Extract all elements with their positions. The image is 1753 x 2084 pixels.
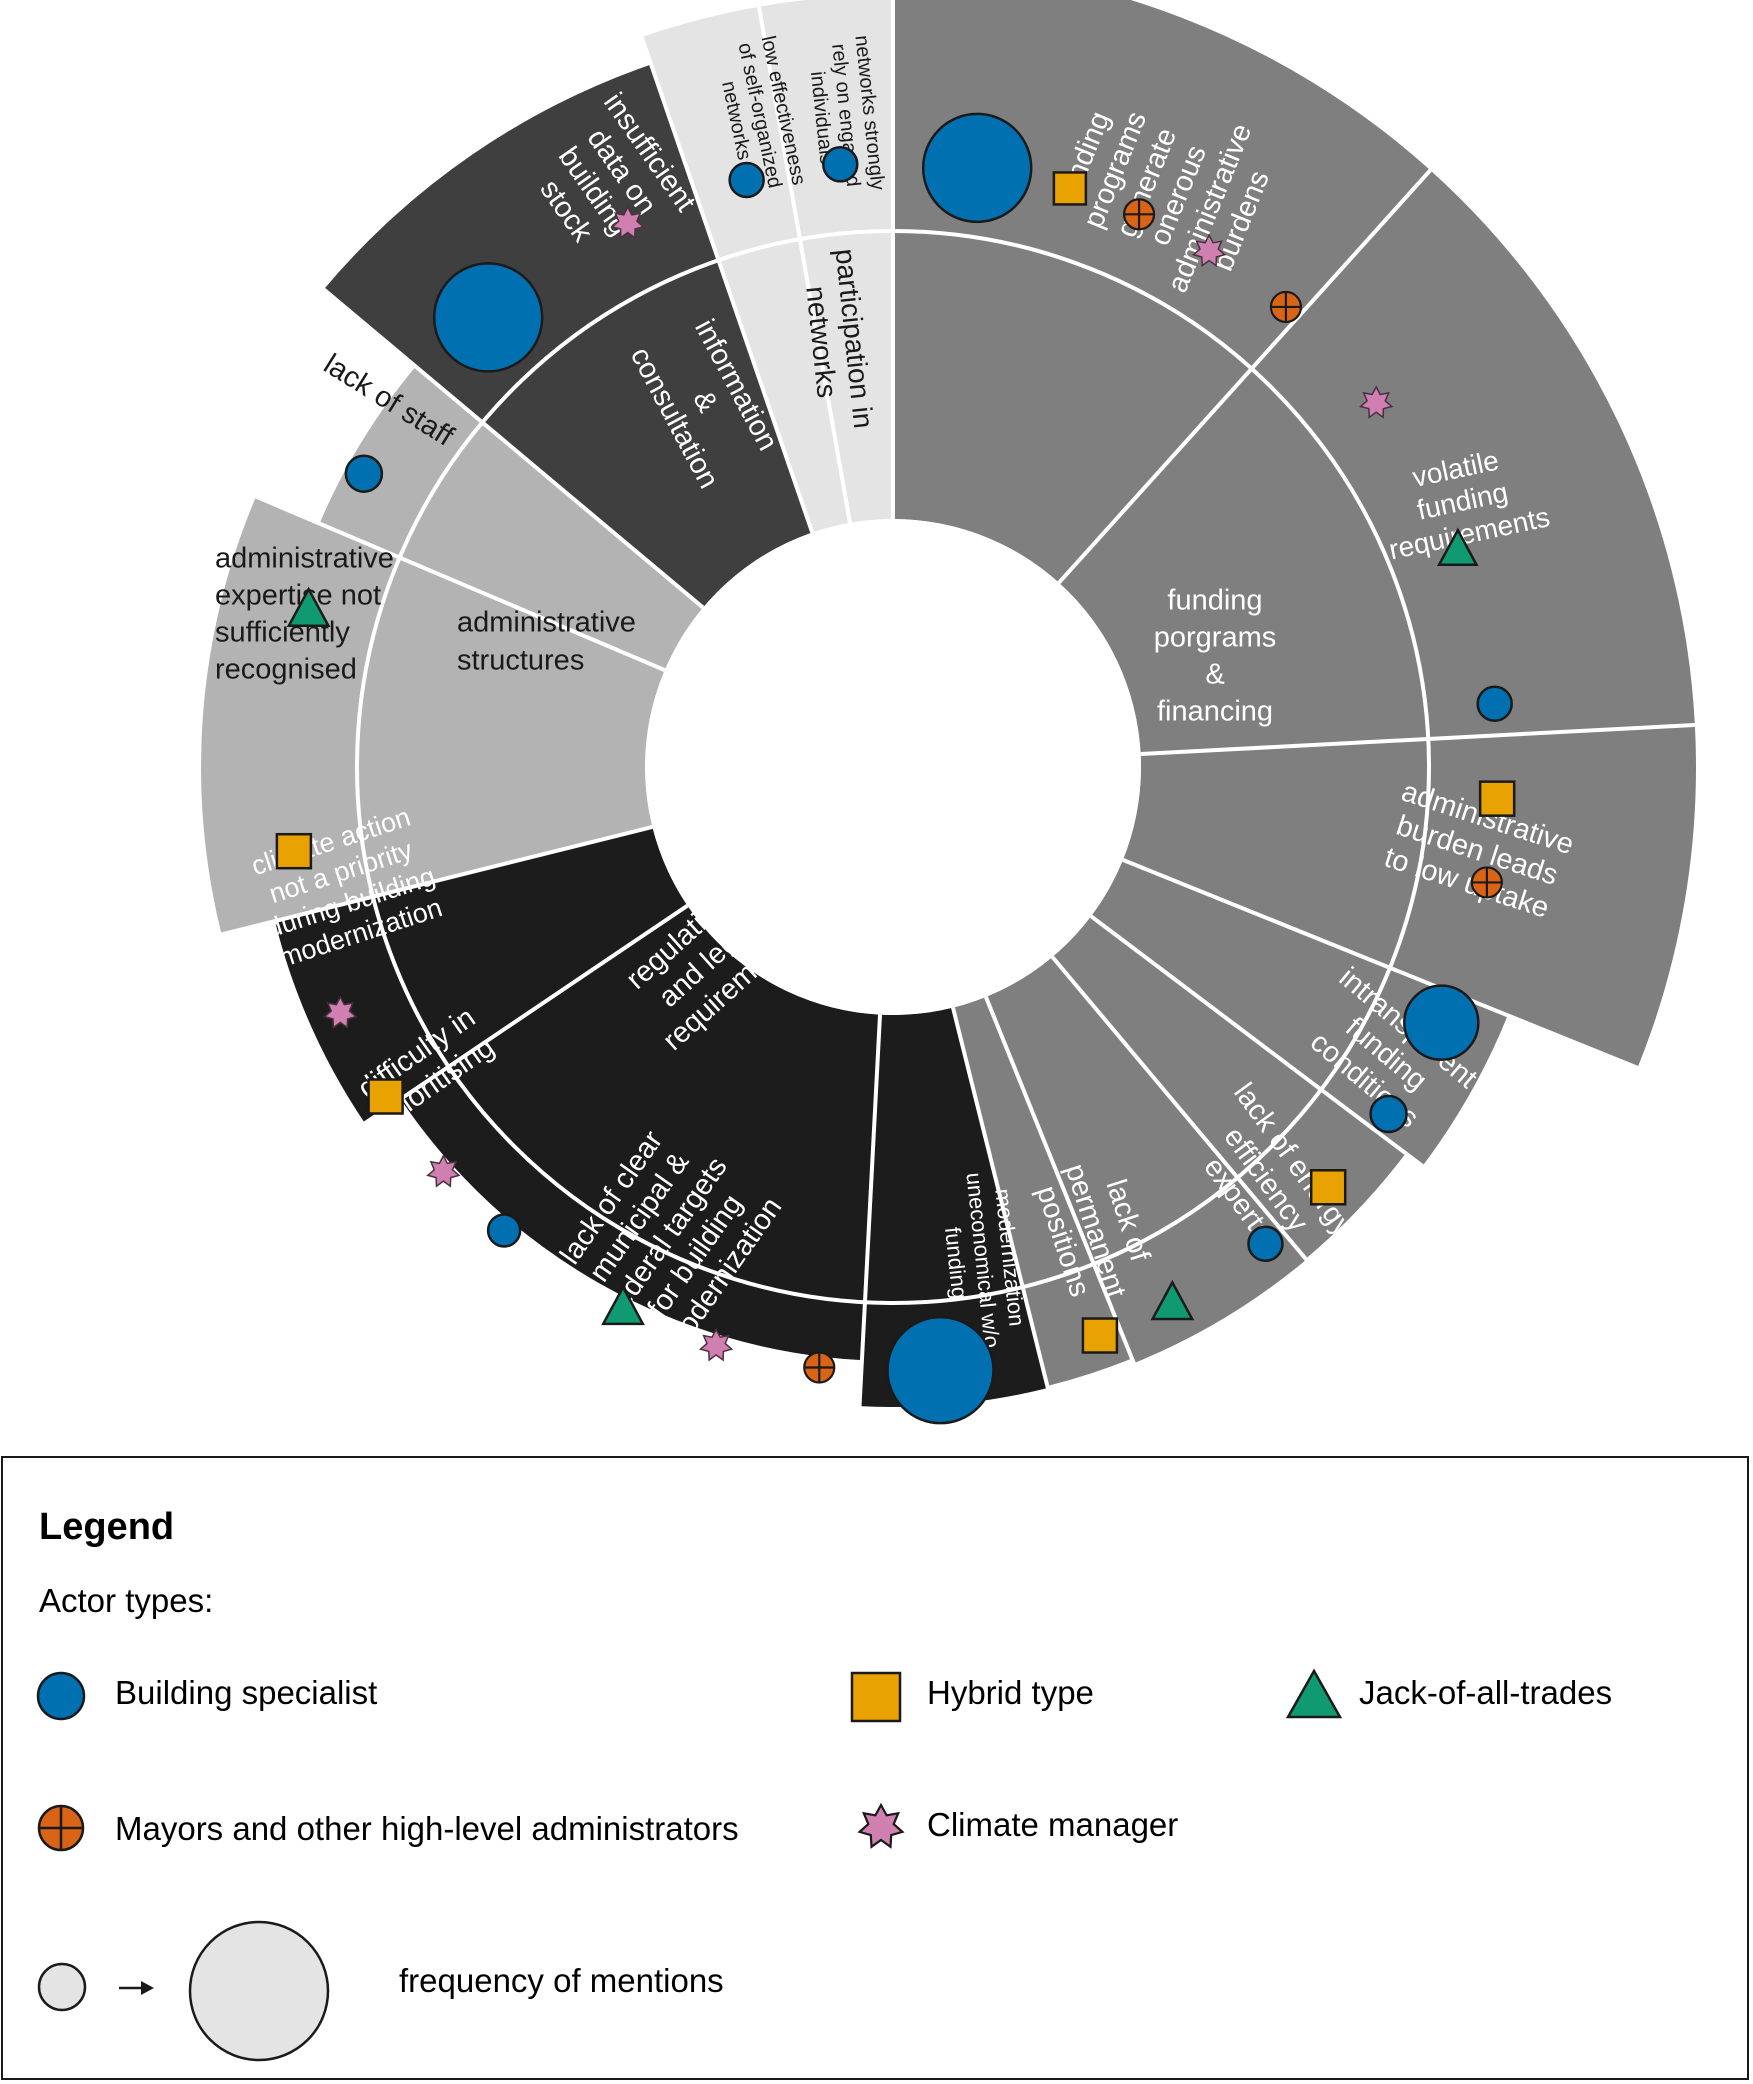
segment-divider [755,0,852,524]
climate-manager-marker [610,205,645,240]
segment-divider [252,229,705,610]
segment-divider [855,1014,883,1450]
building-specialist-marker [1369,1094,1408,1134]
segment-divider [1122,858,1668,1082]
inner-ring-line [355,229,1431,1305]
jack-of-all-trades-marker [286,586,331,628]
arrow-right-icon [119,1981,154,1995]
jack-of-all-trades-marker [1437,527,1479,566]
building-specialist-icon [36,1671,86,1721]
mayors-marker [1470,866,1503,899]
segment-divider [1089,914,1561,1271]
mayors-marker [1122,198,1156,231]
legend-label-hybrid-type: Hybrid type [927,1674,1094,1711]
building-specialist-marker [1247,1225,1284,1262]
climate-manager-marker [323,995,358,1029]
legend: Legend Actor types: Building specialist … [1,1456,1749,2080]
legend-label-jack-of-all-trades: Jack-of-all-trades [1359,1674,1613,1711]
legend-label-mayors: Mayors and other high-level administrato… [115,1810,739,1847]
segment-divider [1057,145,1453,585]
category-segment [893,231,1429,1288]
legend-subtitle: Actor types: [39,1582,214,1619]
hybrid-type-marker [1309,1169,1347,1206]
hybrid-type-marker [367,1078,404,1115]
jack-of-all-trades-marker [1150,1279,1195,1321]
building-specialist-marker [432,262,544,373]
mayors-icon [37,1804,85,1852]
hybrid-type-icon [850,1671,902,1723]
segment-divider [984,996,1172,1450]
building-specialist-marker [344,454,384,493]
segment-divider [1050,955,1431,1408]
hybrid-type-marker [275,832,313,870]
mayors-marker [803,1351,836,1384]
mayors-marker [1269,290,1303,324]
barrier-label-clear-targets: lack of clearmunicipal &federal targetsf… [545,1113,789,1361]
category-segment [356,422,704,897]
building-specialist-marker [1403,984,1480,1061]
climate-manager-marker [1359,385,1394,419]
category-segment [482,260,813,608]
hybrid-type-marker [1052,171,1088,206]
building-specialist-marker [822,146,859,183]
category-segment [718,231,893,533]
climate-manager-marker [426,1154,461,1188]
climate-manager-marker [1191,233,1227,268]
legend-label-building-specialist: Building specialist [115,1674,378,1711]
actor-marker-layer [275,112,1516,1425]
building-specialist-marker [886,1315,995,1425]
climate-manager-marker [698,1328,734,1362]
jack-of-all-trades-icon [1285,1668,1343,1719]
barrier-label-self-organized: low effectivenessof self-organizednetwor… [710,34,810,197]
hybrid-type-marker [1081,1317,1119,1354]
segment-divider [83,825,653,971]
jack-of-all-trades-marker [601,1284,645,1326]
barrier-label-layer: fundingprogramsgenerateonerousadministra… [215,34,1578,1361]
legend-label-frequency: frequency of mentions [399,1962,724,1999]
frequency-large-icon [188,1920,330,2062]
segment-divider [626,0,815,534]
building-specialist-marker [921,112,1033,224]
category-segment [372,826,1023,1303]
climate-manager-icon [857,1802,905,1849]
segment-divider [951,1007,1066,1450]
frequency-small-icon [37,1962,87,2012]
segment-divider [124,439,666,672]
legend-title: Legend [39,1506,175,1548]
hybrid-type-marker [1478,780,1516,817]
building-specialist-marker [486,1213,522,1248]
segment-divider [200,904,689,1236]
center-hole [645,519,1141,1015]
segment-divider [1140,721,1726,757]
divider-layer [83,0,1726,1450]
building-specialist-marker [1476,685,1513,723]
building-specialist-marker [728,161,765,199]
legend-label-climate-manager: Climate manager [927,1806,1179,1843]
